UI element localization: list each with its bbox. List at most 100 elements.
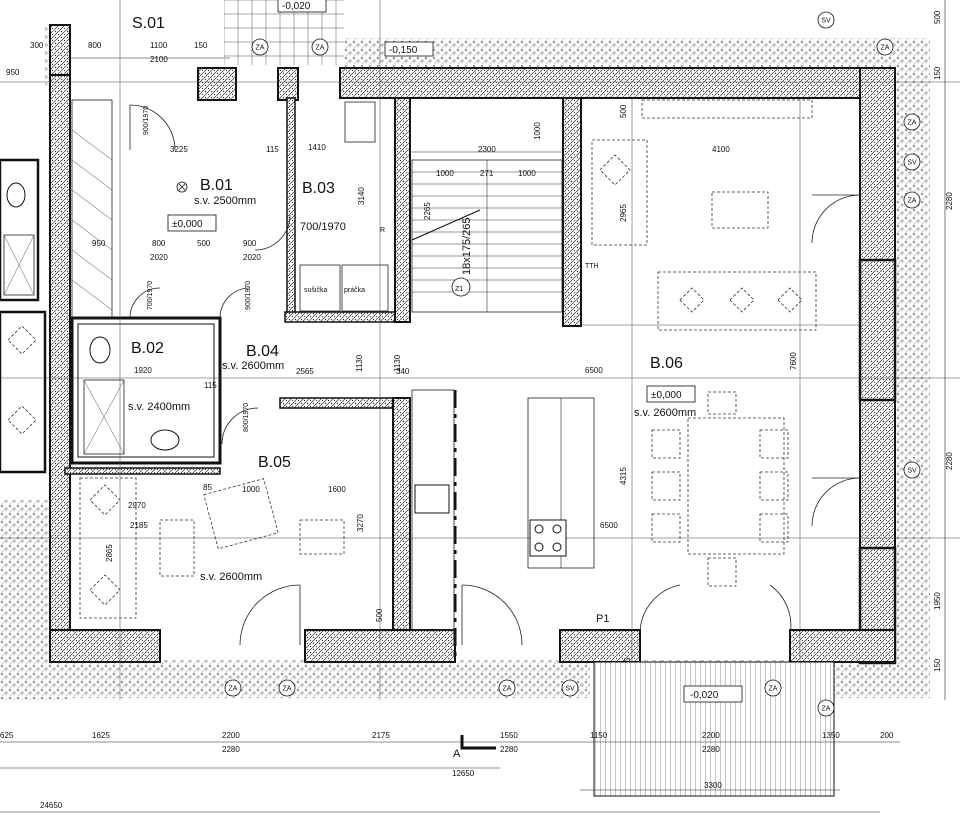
terrace <box>593 661 835 797</box>
dim-text: 500 <box>933 10 942 24</box>
dim-text: 3225 <box>170 145 188 154</box>
dim-text: 6500 <box>600 521 618 530</box>
dim-text: 6500 <box>585 366 603 375</box>
dim-text: 2280 <box>500 745 518 754</box>
staircase <box>411 159 563 313</box>
dim-text: 300 <box>30 41 44 50</box>
dim-text: 340 <box>396 367 410 376</box>
dim-text: 2200 <box>222 731 240 740</box>
door-swings <box>129 104 861 646</box>
room-code-b06: B.06 <box>650 355 683 372</box>
dim-text: 3270 <box>356 514 365 532</box>
room-labels: S.01 B.01 s.v. 2500mm B.03 B.02 s.v. 240… <box>128 15 696 583</box>
dim-text: 1100 <box>150 41 168 50</box>
section-label: A <box>453 748 461 760</box>
dim-text: 3140 <box>357 187 366 205</box>
dim-text: 2175 <box>372 731 390 740</box>
room-height-b01: s.v. 2500mm <box>194 195 256 207</box>
dim-text: 2280 <box>702 745 720 754</box>
dim-text: 1000 <box>242 485 260 494</box>
marker-label: ZA <box>316 45 325 52</box>
dim-text: 2280 <box>222 745 240 754</box>
dim-text: 1000 <box>533 122 542 140</box>
marker-circle <box>498 679 516 697</box>
dim-text: 5 <box>623 657 632 662</box>
dim-text: 950 <box>92 239 106 248</box>
door-label-b01-in: 900/1970 <box>143 106 150 135</box>
dim-text: 115 <box>204 381 217 390</box>
dim-text: 1130 <box>393 354 402 372</box>
stairs-label: 18x175/265 <box>461 218 473 276</box>
dim-text: 2970 <box>128 501 146 510</box>
marker-circle <box>903 153 921 171</box>
marker-label: ZA <box>769 686 778 693</box>
marker-label: ZA <box>908 120 917 127</box>
room-code-b04: B.04 <box>246 343 279 360</box>
level-entrance: -0,020 <box>690 690 719 701</box>
misc-labels: 18x175/265 Z1 TTH R A sušička práčka <box>304 218 599 761</box>
closet-label-1: sušička <box>304 287 327 294</box>
dim-text: 12650 <box>452 769 475 778</box>
level-top-right: -0,150 <box>389 45 418 56</box>
stairs-mark: Z1 <box>455 286 463 293</box>
marker-label: SV <box>565 686 575 693</box>
b05-furniture <box>79 477 345 619</box>
dim-text: 500 <box>619 104 628 118</box>
dim-text: 4315 <box>619 467 628 485</box>
room-code-b05: B.05 <box>258 454 291 471</box>
dim-text: 1000 <box>436 169 454 178</box>
dim-text: 800 <box>88 41 102 50</box>
dim-text: 4100 <box>712 145 730 154</box>
level-top: -0,020 <box>282 1 311 12</box>
dim-text: 24650 <box>40 801 63 810</box>
dim-text: 200 <box>880 731 894 740</box>
marker-label: ZA <box>503 686 512 693</box>
room-height-b05: s.v. 2600mm <box>200 571 262 583</box>
dim-text: 800 <box>152 239 166 248</box>
dim-text: 1000 <box>518 169 536 178</box>
marker-label: SV <box>907 160 917 167</box>
closet-label-2: práčka <box>344 287 365 294</box>
dim-text: 2265 <box>423 202 432 220</box>
dim-text: 1410 <box>308 143 326 152</box>
kitchen <box>411 389 595 631</box>
dim-text: 500 <box>197 239 211 248</box>
marker-circle <box>278 679 296 697</box>
dim-text: 2200 <box>702 731 720 740</box>
door-labels: 900/1970 700/1970 700/1970 900/1970 800/… <box>143 106 609 625</box>
room-code-s01: S.01 <box>132 15 165 32</box>
dim-text: 3300 <box>704 781 722 790</box>
marker-circle <box>903 461 921 479</box>
marker-circle <box>903 191 921 209</box>
dim-text: 2100 <box>150 55 168 64</box>
interior-walls <box>0 97 582 660</box>
marker-label: SV <box>907 468 917 475</box>
door-label-b01-b03: 700/1970 <box>300 221 346 233</box>
r-label: R <box>380 227 385 234</box>
dim-text: 2965 <box>619 204 628 222</box>
dim-text: 1150 <box>590 731 608 740</box>
left-fixtures <box>3 182 37 435</box>
door-label-b05: 800/1970 <box>243 403 250 432</box>
dim-text: 1625 <box>92 731 110 740</box>
dim-text: 625 <box>0 731 14 740</box>
tth-label: TTH <box>585 263 599 270</box>
room-code-b03: B.03 <box>302 180 335 197</box>
dimension-lines <box>0 0 946 813</box>
door-label-b01-b04: 900/1970 <box>245 281 252 310</box>
dim-text: 2300 <box>478 145 496 154</box>
living-furniture <box>591 99 817 587</box>
door-label-p1: P1 <box>596 613 609 625</box>
dim-text: 2280 <box>945 192 954 210</box>
marker-label: ZA <box>256 45 265 52</box>
dim-text: 150 <box>933 66 942 80</box>
dim-text: 7600 <box>789 352 798 370</box>
marker-circle <box>876 38 894 56</box>
dim-text: 1600 <box>328 485 346 494</box>
marker-label: ZA <box>908 198 917 205</box>
marker-circle <box>311 38 329 56</box>
dim-text: 950 <box>6 68 20 77</box>
dim-text: 2565 <box>296 367 314 376</box>
